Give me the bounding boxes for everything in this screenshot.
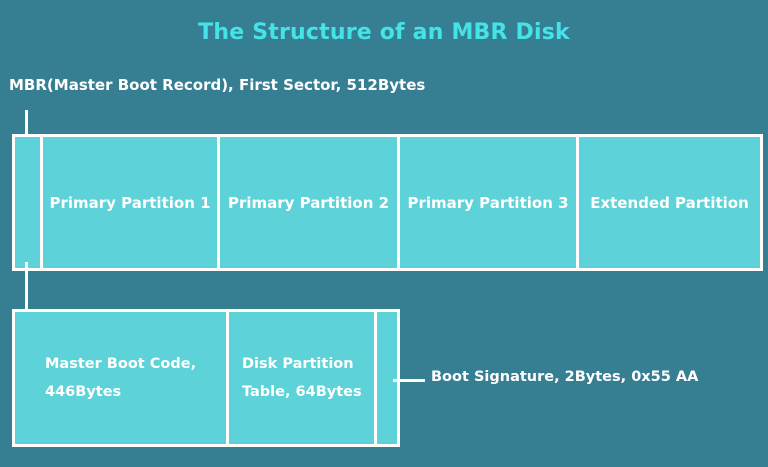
mbr-detail-box: Master Boot Code, 446Bytes Disk Partitio… bbox=[12, 309, 400, 447]
extended-partition: Extended Partition bbox=[579, 137, 760, 268]
partition-table-cell: Disk Partition Table, 64Bytes bbox=[229, 312, 377, 444]
boot-signature-label: Boot Signature, 2Bytes, 0x55 AA bbox=[431, 369, 699, 385]
primary-partition-1-label: Primary Partition 1 bbox=[49, 193, 211, 212]
boot-signature-connector bbox=[393, 379, 425, 382]
mbr-sector-cell bbox=[15, 137, 43, 268]
master-boot-code-cell: Master Boot Code, 446Bytes bbox=[15, 312, 229, 444]
diagram-title: The Structure of an MBR Disk bbox=[198, 20, 570, 45]
primary-partition-2-label: Primary Partition 2 bbox=[227, 193, 390, 212]
master-boot-code-label: Master Boot Code, 446Bytes bbox=[45, 356, 197, 400]
extended-partition-label: Extended Partition bbox=[590, 193, 749, 212]
mbr-label: MBR(Master Boot Record), First Sector, 5… bbox=[9, 76, 426, 94]
disk-bar: Primary Partition 1 Primary Partition 2 … bbox=[12, 134, 763, 271]
primary-partition-3-label: Primary Partition 3 bbox=[407, 193, 569, 212]
partition-table-label: Disk Partition Table, 64Bytes bbox=[242, 356, 362, 400]
mbr-detail-connector bbox=[25, 262, 28, 312]
primary-partition-1: Primary Partition 1 bbox=[43, 137, 220, 268]
primary-partition-2: Primary Partition 2 bbox=[220, 137, 400, 268]
primary-partition-3: Primary Partition 3 bbox=[400, 137, 579, 268]
mbr-label-connector bbox=[25, 110, 28, 139]
boot-signature-cell bbox=[377, 312, 397, 444]
